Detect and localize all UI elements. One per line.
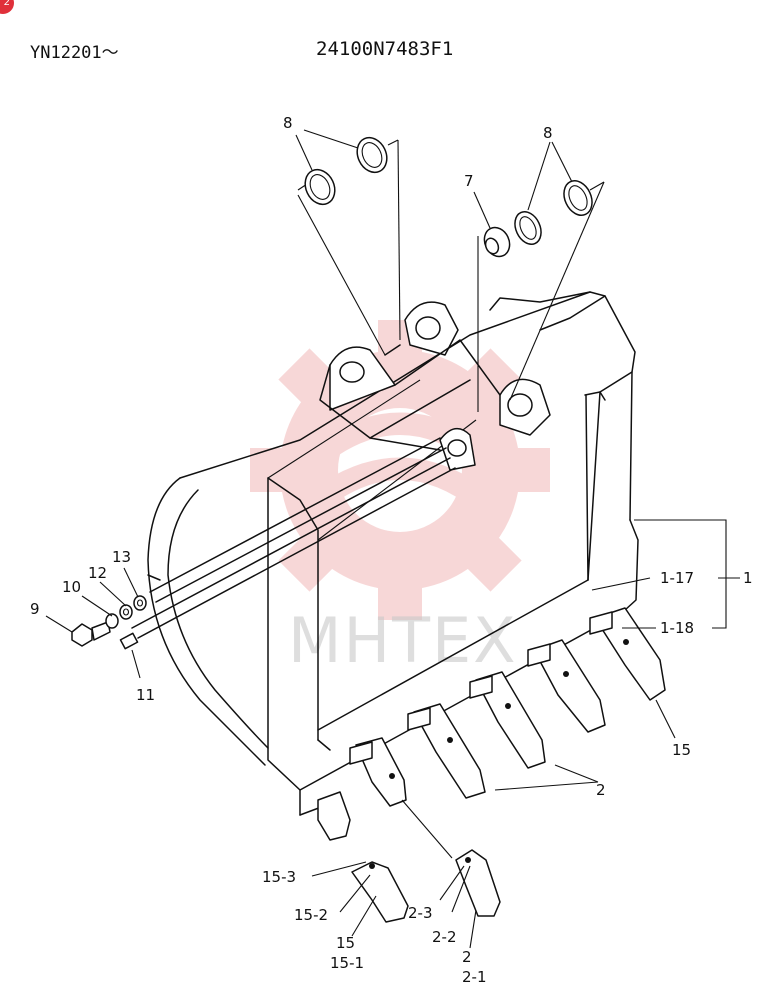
callout-labels: 8 8 7 13 12 10 9 11 1-17 1 1-18 15 2 15-… bbox=[30, 114, 753, 986]
callout-13: 13 bbox=[112, 548, 131, 566]
callout-2-detail: 2 bbox=[462, 948, 472, 966]
tooth-detail-15 bbox=[311, 861, 409, 937]
callout-15-2: 15-2 bbox=[294, 906, 328, 924]
tooth-detail-2 bbox=[401, 799, 501, 949]
callout-10: 10 bbox=[62, 578, 81, 596]
leader-lines-upper bbox=[295, 129, 605, 412]
bucket-mounting-bosses bbox=[319, 301, 551, 471]
callout-9: 9 bbox=[30, 600, 40, 618]
shim-washer bbox=[483, 226, 511, 258]
callout-2: 2 bbox=[596, 781, 606, 799]
callout-11: 11 bbox=[136, 686, 155, 704]
callout-1-17: 1-17 bbox=[660, 569, 694, 587]
bolt-and-washers bbox=[45, 567, 147, 679]
callout-15-3: 15-3 bbox=[262, 868, 296, 886]
assembly-part-number: 24100N7483F1 bbox=[316, 38, 454, 60]
callout-7: 7 bbox=[464, 172, 474, 190]
callout-8-right: 8 bbox=[543, 124, 553, 142]
o-ring-set-right bbox=[514, 180, 593, 245]
callout-15-1: 15-1 bbox=[330, 954, 364, 972]
callout-15-detail: 15 bbox=[336, 934, 355, 952]
callout-12: 12 bbox=[88, 564, 107, 582]
callout-2-1: 2-1 bbox=[462, 968, 487, 986]
callout-15: 15 bbox=[672, 741, 691, 759]
page-badge: 2 bbox=[0, 0, 14, 14]
callout-2-2: 2-2 bbox=[432, 928, 457, 946]
callout-2-3: 2-3 bbox=[408, 904, 433, 922]
bucket-body bbox=[147, 291, 639, 816]
callout-1: 1 bbox=[743, 569, 753, 587]
bucket-pins bbox=[119, 437, 456, 650]
serial-range-label: YN12201～ bbox=[30, 43, 119, 63]
o-ring-set-left bbox=[304, 136, 388, 206]
leader-lines-right bbox=[494, 519, 740, 791]
callout-8-left: 8 bbox=[283, 114, 293, 132]
bucket-teeth bbox=[317, 607, 666, 841]
callout-1-18: 1-18 bbox=[660, 619, 694, 637]
watermark-text: MHTEX bbox=[288, 604, 518, 677]
